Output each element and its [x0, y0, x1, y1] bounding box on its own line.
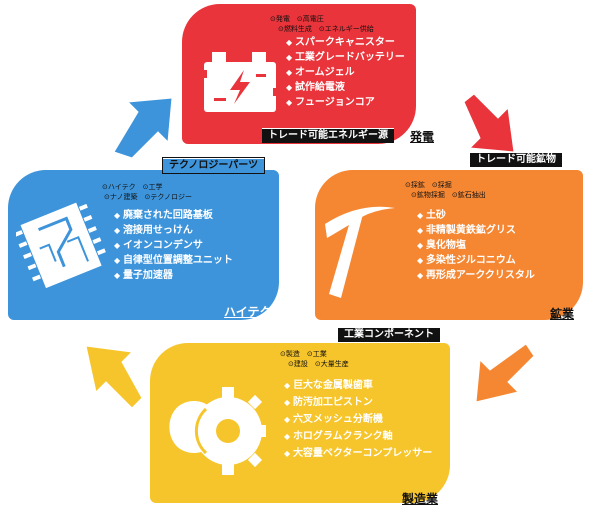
hightech-title: ハイテク	[224, 305, 272, 319]
hightech-item-list: 廃棄された回路基板 溶接用せっけん イオンコンデンサ 自律型位置調整ユニット 量…	[114, 208, 233, 283]
list-item: 多染性ジルコニウム	[417, 253, 535, 268]
list-item: 量子加速器	[114, 268, 233, 283]
manufacturing-subcategories-2: ⊙建設 ⊙大量生産	[288, 360, 349, 368]
arrow-yellow-to-blue	[85, 345, 143, 409]
manufacturing-banner: 工業コンポーネント	[338, 327, 440, 342]
mining-item-list: 土砂 非精製黄鉄鉱グリス 臭化物塩 多染性ジルコニウム 再形成アーククリスタル	[417, 208, 535, 283]
gears-icon	[167, 387, 266, 475]
power-item-list: スパークキャニスター 工業グレードバッテリー オームジェル 試作給電液 フュージ…	[286, 35, 405, 110]
mining-banner: トレード可能鉱物	[470, 152, 562, 167]
list-item: 試作給電液	[286, 80, 405, 95]
list-item: 非精製黄鉄鉱グリス	[417, 223, 535, 238]
pickaxe-icon	[325, 206, 395, 298]
list-item: フュージョンコア	[286, 95, 405, 110]
mining-title: 鉱業	[550, 307, 575, 321]
list-item: 大容量ベクターコンプレッサー	[284, 445, 432, 462]
arrow-orange-to-yellow	[475, 343, 535, 403]
list-item: 巨大な金属製歯車	[284, 377, 432, 394]
power-subcategories-2: ⊙燃料生成 ⊙エネルギー供給	[278, 25, 374, 33]
list-item: ホログラムクランク軸	[284, 428, 432, 445]
manufacturing-subcategories-1: ⊙製造 ⊙工業	[280, 350, 327, 358]
list-item: 再形成アーククリスタル	[417, 268, 535, 283]
hightech-subcategories-1: ⊙ハイテク ⊙工学	[102, 183, 163, 191]
list-item: 廃棄された回路基板	[114, 208, 233, 223]
manufacturing-card: ⊙製造 ⊙工業 ⊙建設 ⊙大量生産 巨大な金属製歯車 防汚加工ピストン 六叉メッ…	[150, 343, 450, 503]
arrow-red-to-orange	[463, 93, 515, 153]
power-title: 発電	[410, 130, 435, 144]
mining-subcategories-1: ⊙採鉱 ⊙採掘	[405, 181, 452, 189]
list-item: 土砂	[417, 208, 535, 223]
hightech-subcategories-2: ⊙ナノ建築 ⊙テクノロジー	[104, 193, 192, 201]
list-item: 防汚加工ピストン	[284, 394, 432, 411]
power-subcategories-1: ⊙発電 ⊙高電圧	[270, 15, 324, 23]
list-item: スパークキャニスター	[286, 35, 405, 50]
arrow-blue-to-red	[113, 97, 173, 159]
list-item: 臭化物塩	[417, 238, 535, 253]
list-item: 自律型位置調整ユニット	[114, 253, 233, 268]
hightech-card: ⊙ハイテク ⊙工学 ⊙ナノ建築 ⊙テクノロジー 廃棄された回路基板 溶接用せっけ…	[8, 170, 279, 320]
power-card: ⊙発電 ⊙高電圧 ⊙燃料生成 ⊙エネルギー供給 スパークキャニスター 工業グレー…	[182, 4, 416, 144]
mining-subcategories-2: ⊙鉱物採掘 ⊙鉱石抽出	[411, 191, 486, 199]
manufacturing-title: 製造業	[402, 492, 439, 506]
power-banner: トレード可能エネルギー源	[262, 128, 394, 143]
battery-icon	[201, 52, 279, 112]
list-item: イオンコンデンサ	[114, 238, 233, 253]
hightech-banner: テクノロジーパーツ	[162, 157, 266, 174]
circuit-board-icon	[16, 200, 106, 290]
mining-card: ⊙採鉱 ⊙採掘 ⊙鉱物採掘 ⊙鉱石抽出 土砂 非精製黄鉄鉱グリス 臭化物塩 多染…	[315, 170, 583, 320]
list-item: 六叉メッシュ分断機	[284, 411, 432, 428]
list-item: 工業グレードバッテリー	[286, 50, 405, 65]
list-item: オームジェル	[286, 65, 405, 80]
list-item: 溶接用せっけん	[114, 223, 233, 238]
manufacturing-item-list: 巨大な金属製歯車 防汚加工ピストン 六叉メッシュ分断機 ホログラムクランク軸 大…	[284, 377, 432, 462]
